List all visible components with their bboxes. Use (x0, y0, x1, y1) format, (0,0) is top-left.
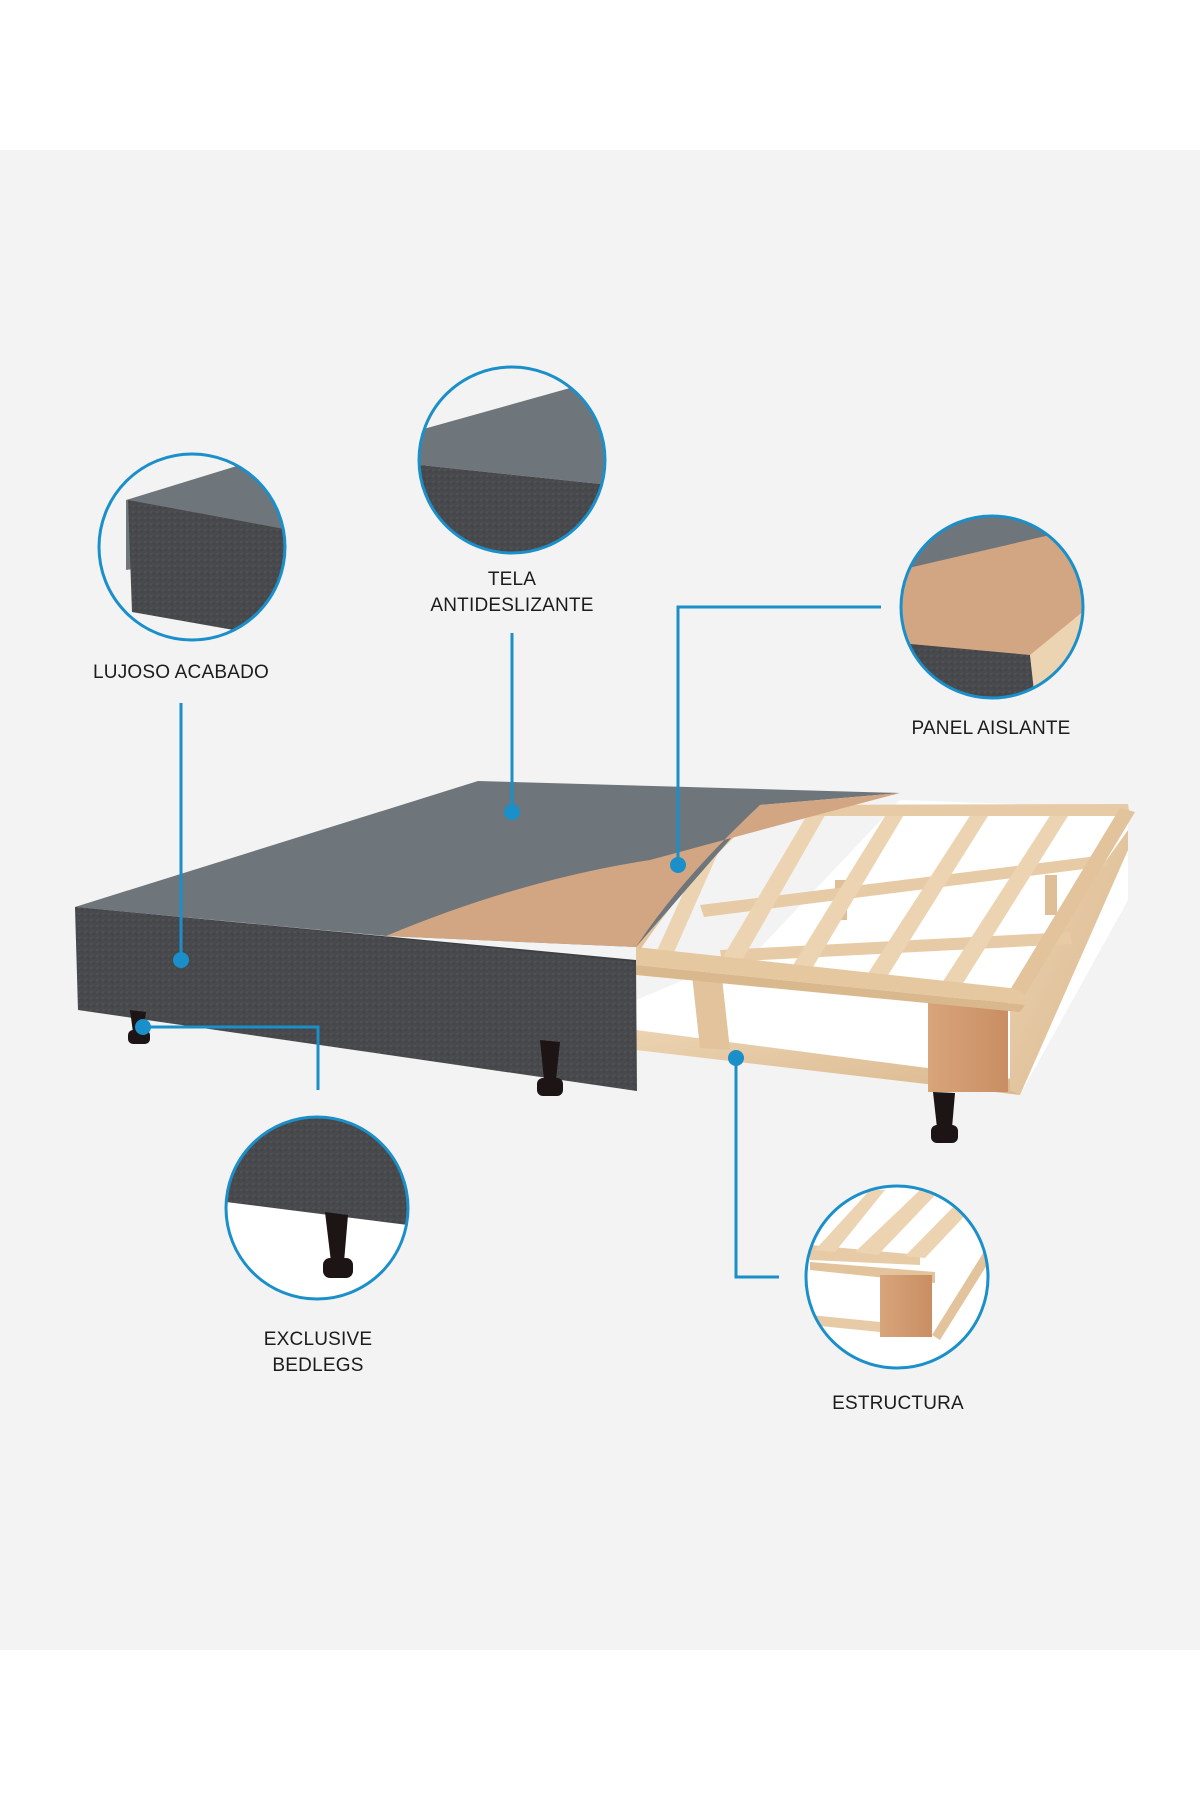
leader-lines (143, 605, 881, 1279)
dot-estructura (728, 1050, 744, 1066)
leader-line-panel-aislante (676, 605, 881, 865)
callout-circle-exclusive-bedlegs (224, 1115, 410, 1301)
label-lujoso-acabado: LUJOSO ACABADO (93, 660, 269, 686)
callout-circle-tela-antideslizante (417, 365, 607, 555)
label-estructura: ESTRUCTURA (832, 1391, 964, 1417)
callout-dots (135, 804, 744, 1066)
callout-circle-panel-aislante (899, 514, 1085, 700)
dot-tela-antideslizante (504, 804, 520, 820)
label-line: PANEL AISLANTE (911, 718, 1071, 739)
label-exclusive-bedlegs: EXCLUSIVE BEDLEGS (264, 1327, 372, 1379)
label-line: BEDLEGS (272, 1355, 364, 1376)
label-panel-aislante: PANEL AISLANTE (911, 716, 1070, 742)
label-line: ANTIDESLIZANTE (430, 595, 594, 616)
label-line: TELA (487, 569, 537, 590)
top-fabric (75, 781, 900, 947)
label-line: ESTRUCTURA (832, 1393, 964, 1414)
label-line: EXCLUSIVE (263, 1329, 373, 1350)
leader-line-exclusive-bedlegs (143, 1025, 320, 1090)
dot-panel-aislante (670, 857, 686, 873)
callout-circle-estructura (804, 1184, 990, 1370)
wood-frame (631, 800, 1135, 1095)
leader-line-estructura (734, 1058, 779, 1279)
insulating-panel (386, 793, 900, 947)
dot-exclusive-bedlegs (135, 1019, 151, 1035)
label-line: LUJOSO ACABADO (93, 662, 269, 683)
front-fabric-face (75, 907, 637, 1091)
dot-lujoso-acabado (173, 952, 189, 968)
callout-circle-lujoso-acabado (97, 452, 287, 642)
label-tela-antideslizante: TELA ANTIDESLIZANTE (430, 567, 593, 619)
bed-base (75, 781, 1135, 1143)
